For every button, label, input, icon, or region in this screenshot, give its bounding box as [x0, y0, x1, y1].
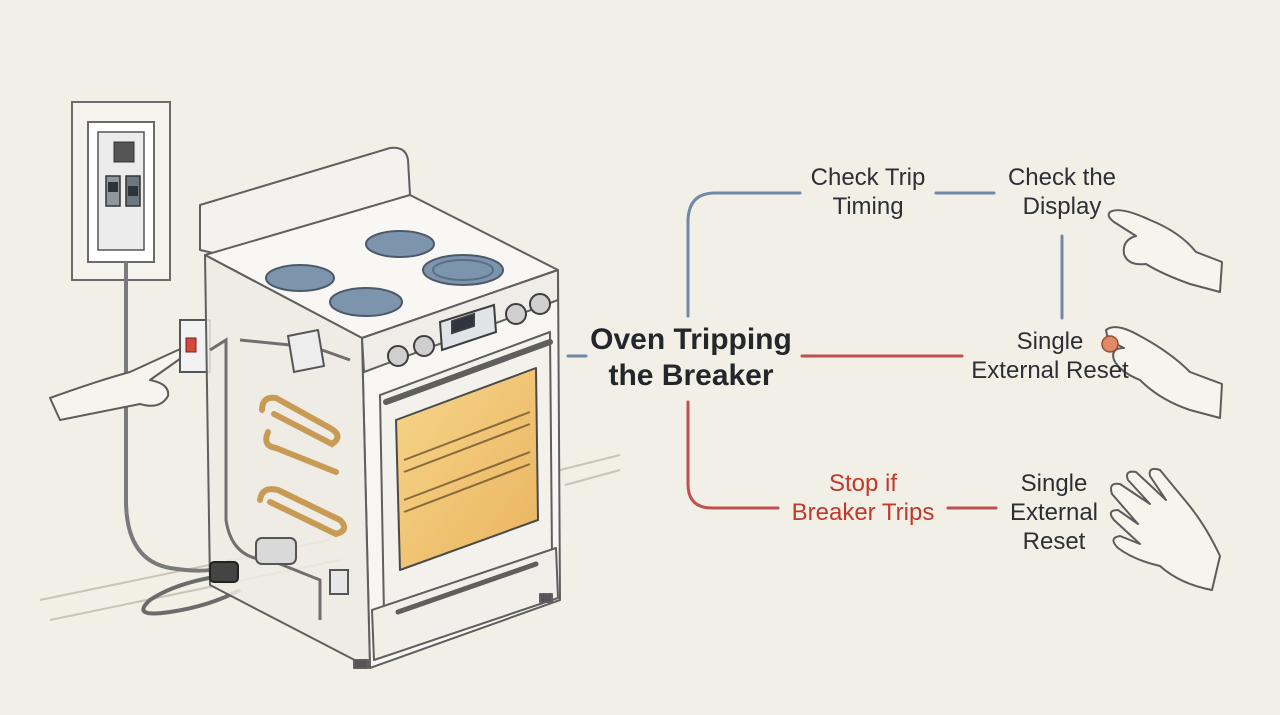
heating-element [257, 394, 348, 538]
diagram-title: Oven Tripping the Breaker [575, 322, 807, 394]
connector-title-check-timing [686, 191, 802, 318]
node-label-line: External [1009, 499, 1099, 526]
node-label-line: Check Trip [810, 164, 926, 191]
burners [265, 230, 504, 317]
node-label-line: Check the [1007, 164, 1117, 191]
pointing-hand-icon [49, 348, 186, 421]
node-label-line: Timing [832, 193, 904, 220]
reset-button-icon [1101, 335, 1119, 353]
node-label-line: Stop if [828, 470, 898, 497]
title-line-2: the Breaker [608, 359, 774, 392]
control-panel [387, 293, 551, 367]
node-label-line: Display [1022, 193, 1102, 220]
oven-racks [403, 411, 531, 513]
plug [209, 537, 349, 595]
node-single-external-reset-bottom: Single External Reset [996, 469, 1112, 556]
junction-box [286, 328, 326, 374]
reset-switch-box [179, 319, 211, 373]
breaker-panel-icon [71, 101, 171, 281]
oven-range-illustration [199, 146, 561, 669]
title-line-1: Oven Tripping [590, 323, 792, 356]
power-cord [141, 572, 241, 616]
connector-lines [566, 191, 1064, 510]
pointing-hand-icon [1105, 326, 1223, 419]
node-label-line: Breaker Trips [791, 499, 935, 526]
node-check-display: Check the Display [994, 163, 1130, 221]
connector-title-stop [686, 400, 780, 510]
node-label-line: Single [1020, 470, 1088, 497]
node-label-line: Reset [1022, 528, 1086, 555]
node-label-line: External Reset [971, 357, 1129, 384]
node-label-line: Single [1016, 328, 1084, 355]
node-stop-if-breaker-trips: Stop if Breaker Trips [778, 469, 948, 527]
open-hand-icon [1109, 467, 1221, 591]
node-check-trip-timing: Check Trip Timing [800, 163, 936, 221]
pointing-hand-icon [1107, 209, 1223, 293]
node-single-external-reset-mid: Single External Reset [962, 327, 1138, 385]
